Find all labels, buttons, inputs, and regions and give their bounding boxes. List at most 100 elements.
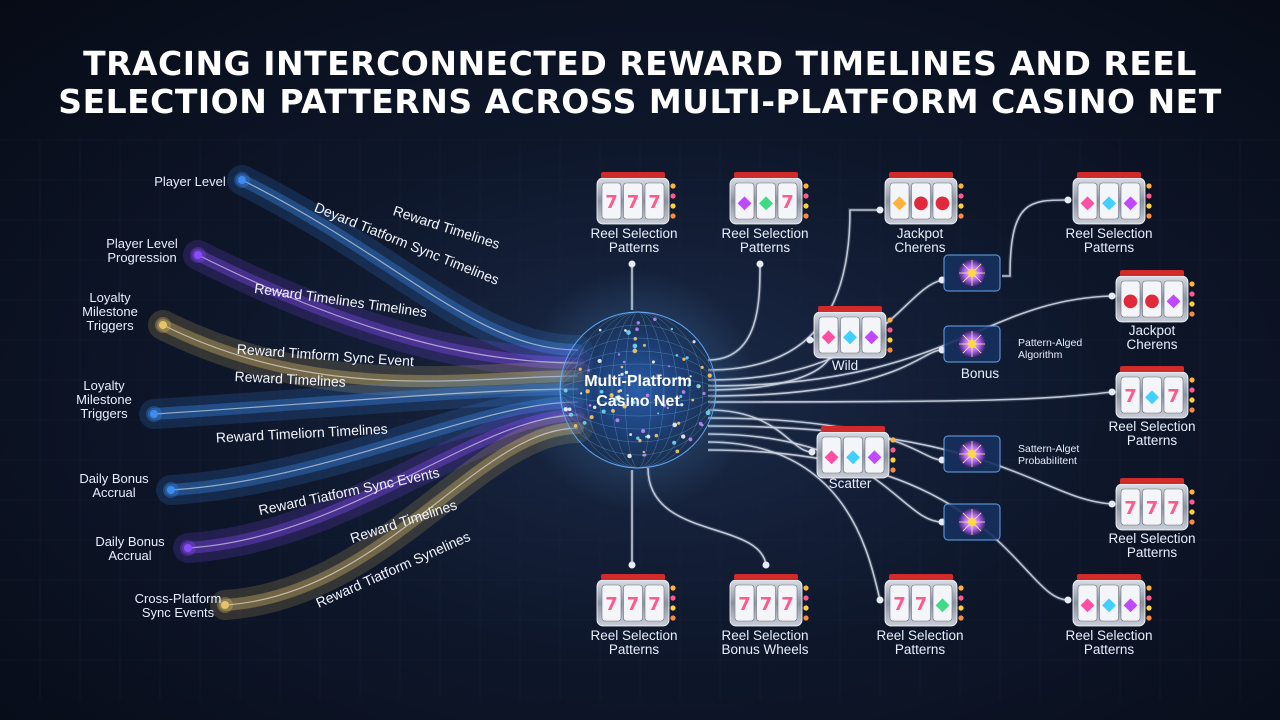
wire (707, 349, 943, 397)
machine-label: Patterns (895, 642, 946, 657)
machine-light (803, 595, 809, 601)
source-label: Triggers (86, 318, 134, 333)
sphere-particle (668, 365, 671, 368)
sphere-particle (702, 391, 706, 396)
center-label-line-2: Casino Net (596, 393, 680, 410)
sphere-particle (594, 381, 598, 384)
background-grid (0, 139, 1280, 700)
machine-top (1120, 478, 1184, 484)
machine-label: Reel Selection (1108, 419, 1195, 434)
wire-node (1108, 388, 1116, 396)
source-dot (184, 544, 192, 552)
machine-reel (734, 182, 755, 220)
sphere-particle (620, 365, 624, 369)
sphere-particle (705, 410, 711, 416)
machine-light (890, 457, 896, 463)
machine-label: Reel Selection (590, 226, 677, 241)
machine-reel (1142, 376, 1162, 414)
wire-node (628, 260, 636, 268)
machine-label: Wild (832, 358, 858, 373)
machine-reel (601, 182, 622, 220)
machine-light (670, 585, 676, 591)
machine-top (734, 574, 798, 580)
reel-symbol: 7 (627, 594, 640, 615)
machine-light (958, 183, 964, 189)
machine-reel (644, 182, 665, 220)
sphere-particle (692, 340, 696, 344)
machine-label: Patterns (1084, 240, 1135, 255)
machine-reel (756, 182, 776, 220)
reel-symbol: ◆ (1124, 594, 1138, 615)
reel-symbol: ◆ (1167, 290, 1181, 311)
machine-label: Reel Selection (1065, 226, 1152, 241)
reel-symbol: 7 (781, 594, 794, 615)
sphere-latitude (559, 350, 717, 430)
machine-label: Patterns (1127, 545, 1178, 560)
wire-node (806, 336, 814, 344)
wire (707, 391, 1113, 403)
sphere-particle (653, 317, 657, 322)
sphere-longitude (572, 311, 704, 469)
machine-top (821, 426, 885, 432)
sphere-particle (680, 403, 684, 407)
machine-light (670, 183, 676, 189)
sphere-particle (589, 415, 594, 420)
annotation-label: ProbabiIitent (1018, 455, 1077, 467)
reel-symbol: ◆ (738, 192, 752, 213)
sphere-particle (617, 389, 621, 393)
machine-top (1077, 574, 1141, 580)
sphere-particle (675, 353, 679, 357)
sphere-particle (689, 375, 692, 378)
machine-light (803, 193, 809, 199)
center-label-line-1: Multi-Platform (584, 373, 692, 390)
reel-symbol: ◆ (822, 326, 836, 347)
sphere-particle (643, 453, 647, 457)
hub-node: Bonus (943, 325, 1001, 381)
machine-top (601, 574, 665, 580)
sphere-particle (636, 321, 640, 325)
sphere-particle (666, 406, 670, 410)
machine-light (958, 203, 964, 209)
hub-center (968, 340, 976, 348)
machine-reel (932, 182, 953, 220)
sphere-longitude (611, 311, 665, 469)
annotation-label: Pattern-Alged (1018, 337, 1082, 349)
sphere-particle (620, 372, 624, 376)
source-dot (167, 486, 175, 494)
sphere-body (559, 311, 717, 469)
source-label: Daily Bonus (95, 534, 165, 549)
sphere-particle (638, 438, 642, 443)
machine-light (887, 337, 893, 343)
machine-light (803, 585, 809, 591)
sphere-particle (652, 360, 655, 364)
sphere-particle (654, 433, 659, 438)
machine-light (803, 605, 809, 611)
machine-light (1189, 509, 1195, 515)
sphere-particle (598, 328, 602, 332)
sphere-particle (587, 369, 590, 372)
machine-light (1146, 183, 1152, 189)
machine-light (670, 605, 676, 611)
title-line-2: SELECTION PATTERNS ACROSS MULTI-PLATFORM… (58, 82, 1222, 121)
reel-symbol: ◆ (1081, 192, 1095, 213)
machine-light (890, 467, 896, 473)
reel-symbol: 7 (893, 594, 906, 615)
wire (1002, 199, 1069, 277)
sphere-particle (629, 433, 633, 436)
wire-node (876, 206, 884, 214)
machine-reel (1142, 488, 1162, 526)
reel-symbol: 7 (648, 192, 661, 213)
reel-symbol: ◆ (843, 326, 857, 347)
machine-light (1146, 615, 1152, 621)
machine-label: Cherens (894, 240, 945, 255)
sphere-latitude (559, 376, 717, 404)
sphere-particle (642, 450, 646, 454)
